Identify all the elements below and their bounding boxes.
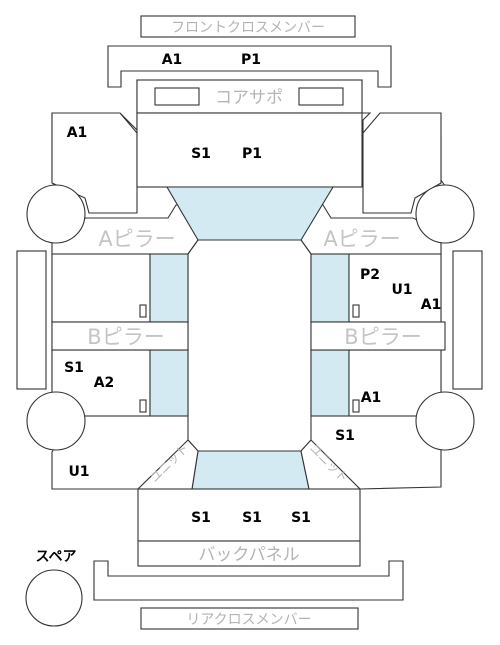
back-panel-label: バックパネル [198, 545, 299, 565]
front-cross-member-label: フロントクロスメンバー [171, 20, 325, 36]
core-support-label: コアサポ [215, 88, 283, 108]
left-side-sill[interactable] [16, 250, 47, 390]
rear-left-door-handle [139, 399, 147, 413]
code-core-p1: P1 [242, 146, 262, 162]
code-left-rear-u1: U1 [68, 464, 89, 480]
front-left-door[interactable] [51, 253, 151, 323]
spare-tire[interactable] [25, 569, 83, 627]
code-left-rear-s1: S1 [64, 360, 84, 376]
code-front-left-a1: A1 [67, 125, 88, 141]
front-right-door[interactable] [348, 253, 442, 323]
b-pillar-left-label: Bピラー [87, 325, 164, 349]
rear-bumper-bracket[interactable] [93, 560, 404, 601]
code-front-cross-p1: P1 [241, 52, 261, 68]
code-front-cross-a1: A1 [162, 52, 183, 68]
front-cross-member[interactable]: フロントクロスメンバー [140, 15, 356, 38]
code-core-s1: S1 [191, 146, 211, 162]
wheel-front-right[interactable] [415, 184, 475, 244]
rear-window[interactable] [191, 450, 310, 490]
rear-cross-member-label: リアクロスメンバー [186, 612, 311, 628]
rear-right-door-glass[interactable] [310, 349, 350, 417]
front-right-door-glass[interactable] [310, 253, 350, 323]
wheel-front-left[interactable] [26, 184, 86, 244]
code-trunk-s1-c: S1 [291, 510, 311, 526]
b-pillar-left[interactable] [51, 321, 189, 351]
rear-left-door-glass[interactable] [149, 349, 189, 417]
wheel-rear-left[interactable] [26, 391, 86, 451]
code-right-door-u1: U1 [391, 282, 412, 298]
back-panel[interactable] [137, 540, 361, 567]
trunk-lid[interactable] [137, 488, 361, 542]
code-right-door-p2: P2 [360, 267, 380, 283]
code-trunk-s1-b: S1 [242, 510, 262, 526]
right-side-sill[interactable] [452, 250, 483, 390]
a-pillar-right-label: Aピラー [323, 227, 400, 251]
core-support-slot-right [298, 87, 344, 106]
wheel-rear-right[interactable] [415, 391, 475, 451]
code-right-door-a1: A1 [421, 297, 442, 313]
front-left-door-handle [139, 304, 147, 318]
code-left-rear-a2: A2 [94, 375, 115, 391]
engine-compartment[interactable] [136, 112, 363, 188]
b-pillar-right[interactable] [310, 321, 446, 351]
code-right-rear-a1: A1 [361, 390, 382, 406]
roof[interactable] [187, 239, 312, 452]
code-trunk-s1-a: S1 [191, 510, 211, 526]
rear-cross-member[interactable] [140, 607, 359, 630]
core-support-slot-left [154, 87, 200, 106]
a-pillar-left-label: Aピラー [98, 227, 175, 251]
b-pillar-right-label: Bピラー [344, 325, 421, 349]
front-right-apron[interactable] [362, 112, 442, 214]
front-bumper-bracket[interactable] [107, 45, 392, 88]
code-right-rear-s1: S1 [335, 428, 355, 444]
rear-right-door-handle [352, 399, 360, 413]
front-left-door-glass[interactable] [149, 253, 189, 323]
spare-label: スペア [35, 549, 76, 565]
front-right-door-handle [352, 304, 360, 318]
